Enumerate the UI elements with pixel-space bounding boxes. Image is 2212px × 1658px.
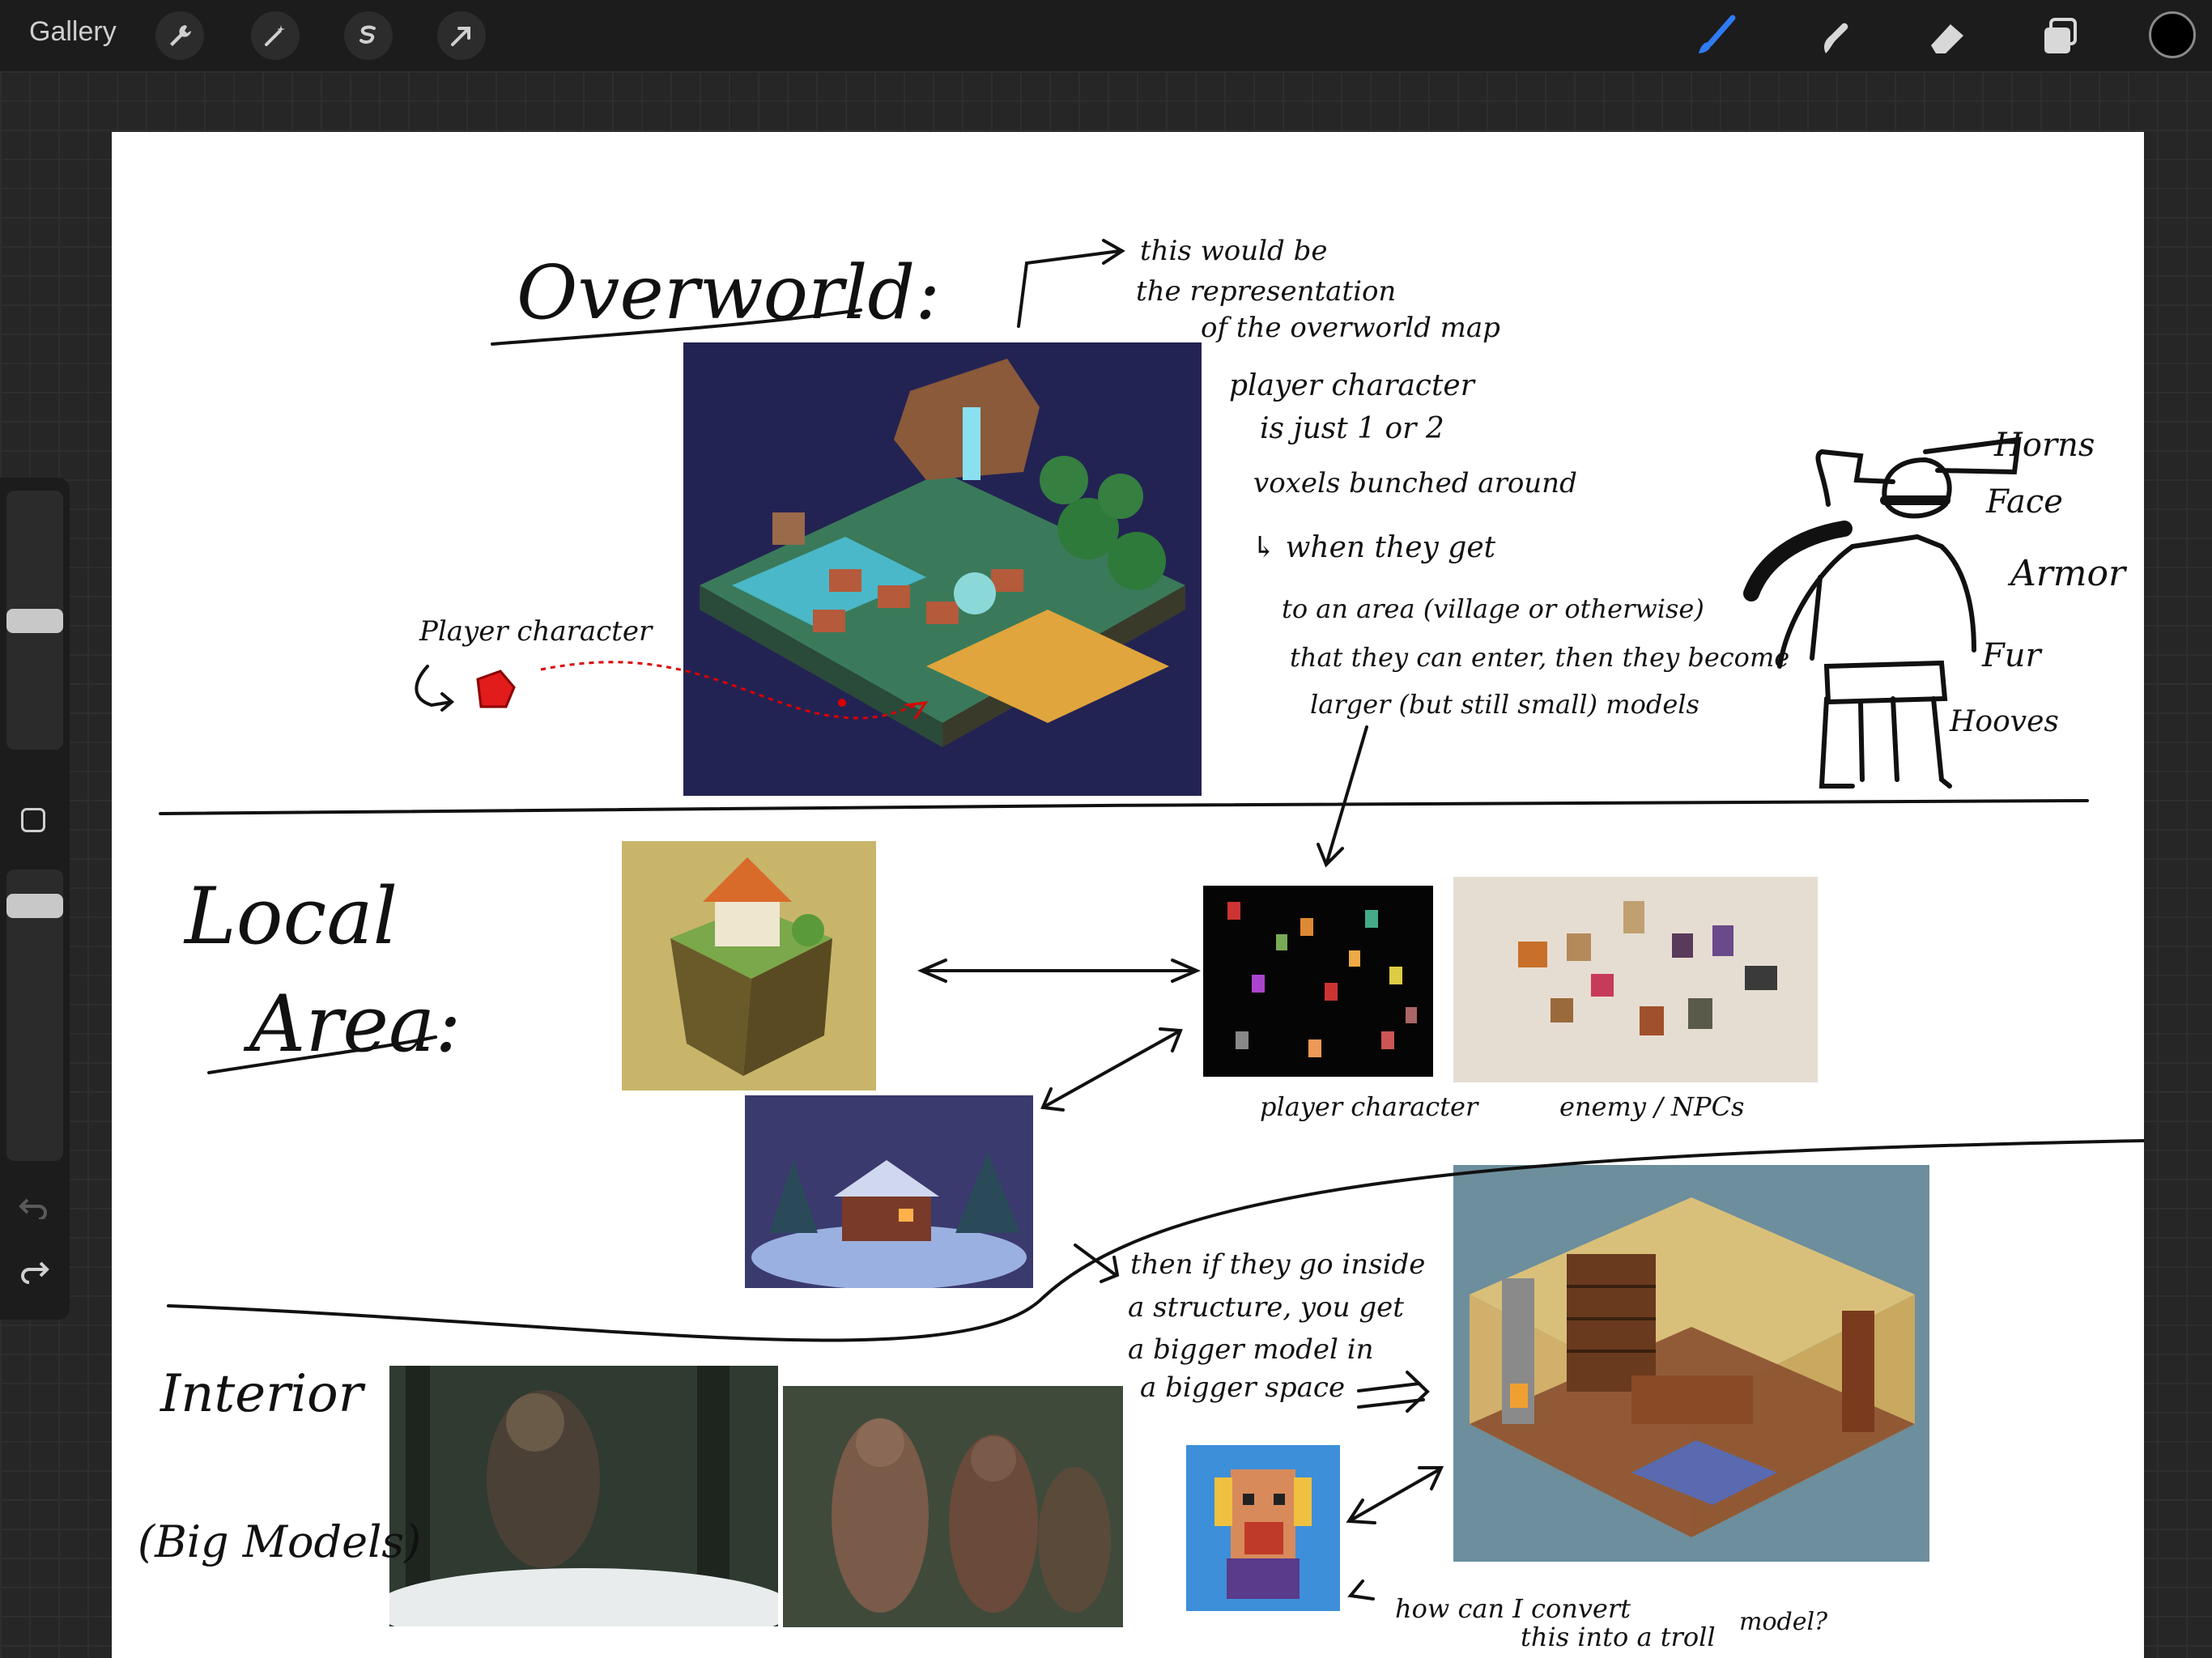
player-character-caption: player character bbox=[1260, 1091, 1479, 1122]
troll-voxel-image bbox=[1186, 1445, 1340, 1611]
library-room-voxel-image bbox=[1453, 1165, 1929, 1562]
interior-note-line-2: a structure, you get bbox=[1128, 1291, 1404, 1324]
troll-label-horns: Horns bbox=[1993, 427, 2095, 464]
troll-reference-photo-2 bbox=[783, 1386, 1123, 1627]
enemy-npcs-voxel-image bbox=[1453, 877, 1818, 1082]
question-line-1: how can I convert bbox=[1395, 1593, 1631, 1624]
drawing-canvas[interactable]: Overworld: this would be the representat… bbox=[112, 132, 2144, 1658]
gallery-button[interactable]: Gallery bbox=[29, 16, 117, 47]
troll-label-hooves: Hooves bbox=[1949, 705, 2059, 738]
color-picker-well[interactable] bbox=[2149, 11, 2196, 58]
brush-size-handle[interactable] bbox=[6, 609, 63, 633]
interior-title-1: Interior bbox=[160, 1364, 366, 1424]
overworld-note-line-1: this would be bbox=[1140, 235, 1328, 267]
divider-line-2 bbox=[167, 1139, 2144, 1342]
left-sidebar bbox=[0, 478, 70, 1320]
overworld-note-line-3: of the overworld map bbox=[1201, 312, 1500, 344]
opacity-handle[interactable] bbox=[6, 894, 63, 918]
player-characters-sheet-image bbox=[1203, 886, 1433, 1077]
modify-square-button[interactable] bbox=[21, 808, 45, 832]
player-note-line-5: to an area (village or otherwise) bbox=[1282, 593, 1704, 624]
question-line-3: model? bbox=[1739, 1608, 1828, 1636]
adjustments-wand-icon[interactable] bbox=[251, 11, 300, 60]
troll-reference-photo-1 bbox=[389, 1366, 778, 1626]
selection-icon[interactable] bbox=[344, 11, 393, 60]
overworld-title: Overworld: bbox=[517, 249, 940, 336]
interior-title-2: (Big Models) bbox=[138, 1516, 421, 1567]
actions-wrench-icon[interactable] bbox=[155, 11, 204, 60]
eraser-icon[interactable] bbox=[1923, 11, 1972, 60]
player-voxel-marker bbox=[476, 670, 516, 708]
troll-label-face: Face bbox=[1985, 483, 2063, 521]
overworld-note-line-2: the representation bbox=[1136, 275, 1396, 308]
undo-icon[interactable] bbox=[18, 1195, 50, 1223]
player-note-line-6: that they can enter, then they become bbox=[1290, 642, 1789, 673]
local-area-title-2: Area: bbox=[243, 979, 462, 1069]
ink-sketch-layer: Overworld: this would be the representat… bbox=[138, 235, 2144, 1652]
local-area-title-1: Local bbox=[183, 871, 398, 962]
smudge-icon[interactable] bbox=[1808, 11, 1857, 60]
interior-note-line-3: a bigger model in bbox=[1128, 1333, 1373, 1366]
overworld-voxel-map-image bbox=[683, 342, 1202, 796]
player-note-line-3: voxels bunched around bbox=[1253, 467, 1577, 500]
brush-icon[interactable] bbox=[1692, 11, 1741, 60]
question-line-2: this into a troll bbox=[1521, 1622, 1716, 1652]
divider-line-1 bbox=[159, 799, 2089, 815]
interior-note-line-4: a bigger space bbox=[1140, 1371, 1345, 1404]
floating-house-voxel-image bbox=[622, 841, 876, 1090]
redo-icon[interactable] bbox=[18, 1260, 50, 1288]
top-toolbar: Gallery bbox=[0, 0, 2212, 71]
snowy-cabin-voxel-image bbox=[745, 1095, 1033, 1288]
player-note-line-7: larger (but still small) models bbox=[1310, 689, 1699, 720]
transform-arrow-icon[interactable] bbox=[437, 11, 486, 60]
player-note-line-2: is just 1 or 2 bbox=[1260, 412, 1444, 445]
layers-icon[interactable] bbox=[2036, 11, 2085, 60]
player-note-line-4: ↳ when they get bbox=[1252, 531, 1496, 564]
player-character-label: Player character bbox=[419, 615, 653, 648]
interior-note-line-1: then if they go inside bbox=[1130, 1248, 1425, 1281]
player-note-line-1: player character bbox=[1229, 369, 1476, 402]
troll-label-fur: Fur bbox=[1981, 637, 2044, 674]
troll-label-armor: Armor bbox=[2007, 553, 2128, 594]
enemy-npcs-caption: enemy / NPCs bbox=[1559, 1091, 1744, 1122]
opacity-slider[interactable] bbox=[6, 869, 63, 1161]
